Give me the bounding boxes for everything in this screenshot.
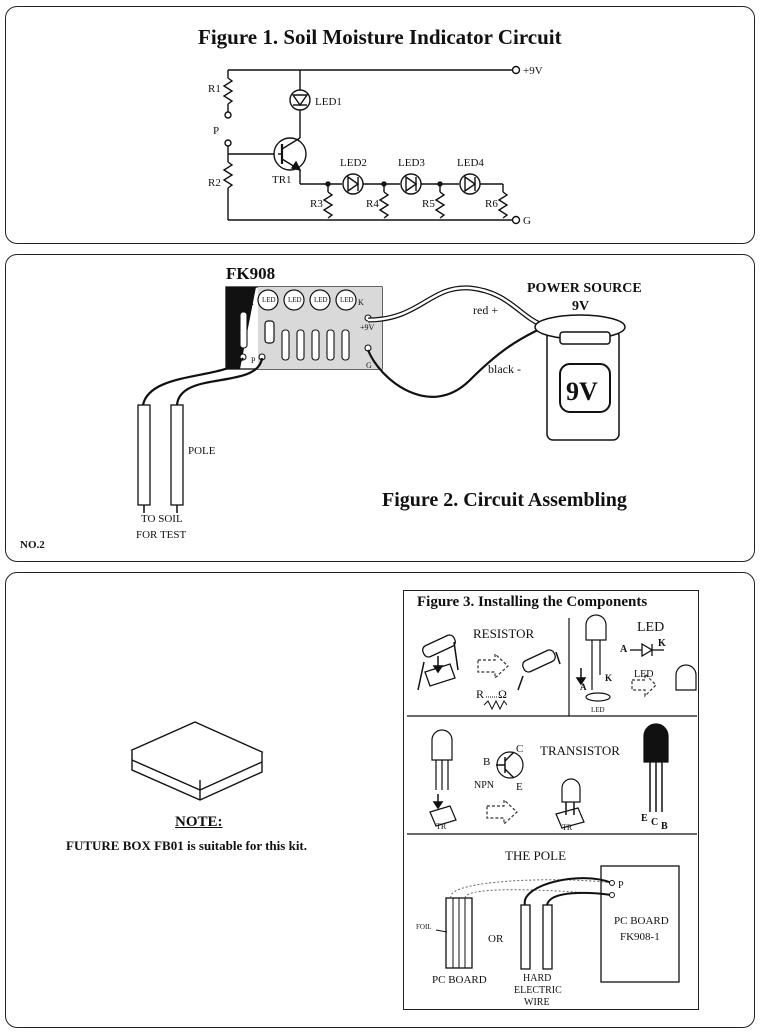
label-r2: R2 (208, 177, 221, 189)
fig3-foil: FOIL (416, 923, 432, 931)
note-title: NOTE: (175, 814, 223, 830)
label-led2: LED2 (340, 157, 367, 169)
board-led-1: LED (262, 296, 276, 304)
battery-label: 9V (566, 377, 598, 406)
fig3-transistor: TRANSISTOR (540, 743, 620, 758)
fig3-led-k-2: K (605, 673, 612, 683)
figure1-title: Figure 1. Soil Moisture Indicator Circui… (198, 25, 562, 49)
board-g: G (366, 361, 372, 370)
circuit-schematic: R1 P R2 TR1 LED1 LED2 LED3 LED4 R3 R4 R5… (208, 65, 543, 227)
label-r1: R1 (208, 83, 221, 95)
board-led-2: LED (288, 296, 302, 304)
to-soil-label-1: TO SOIL (141, 513, 183, 525)
fig3-led-a-2: A (580, 682, 587, 692)
assembly-drawing: LED LED LED LED A K +9V G P 9V FK908 POW… (20, 264, 642, 551)
fig3-b: B (483, 756, 490, 768)
label-g: G (523, 215, 531, 227)
label-led1: LED1 (315, 96, 342, 108)
board-plus9v: +9V (360, 323, 375, 332)
fig3-pin-c: C (651, 817, 658, 828)
label-r3: R3 (310, 198, 323, 210)
fig3-or: OR (488, 933, 504, 945)
label-r5: R5 (422, 198, 435, 210)
fig3-led-small: LED (634, 669, 653, 680)
fig3-e: E (516, 781, 523, 793)
to-soil-label-2: FOR TEST (136, 529, 187, 541)
fig3-resistor-r: R (476, 687, 484, 701)
fig3-tr-1: TR (436, 822, 447, 831)
fig3-hard-1: HARD (523, 973, 551, 984)
label-plus9v: +9V (523, 65, 543, 77)
note-text: FUTURE BOX FB01 is suitable for this kit… (66, 838, 308, 853)
label-led3: LED3 (398, 157, 425, 169)
red-wire-label: red + (473, 303, 498, 317)
board-k: K (358, 298, 364, 307)
page-number: NO.2 (20, 539, 45, 551)
battery-9v (534, 314, 626, 441)
fig3-resistor-ohm: Ω (498, 687, 507, 701)
label-r6: R6 (485, 198, 498, 210)
kit-name: FK908 (226, 264, 275, 283)
fig3-led-k: K (658, 638, 666, 649)
label-p: P (213, 125, 219, 137)
fig3-pin-b: B (661, 821, 668, 832)
figure3-title: Figure 3. Installing the Components (417, 594, 648, 610)
fig3-led: LED (637, 620, 664, 635)
label-r4: R4 (366, 198, 379, 210)
fig3-pc-board-big: PC BOARD (614, 915, 669, 927)
power-source-label: POWER SOURCE (527, 281, 642, 296)
pcb-board (225, 286, 383, 370)
fig3-fk908-1: FK908-1 (620, 931, 660, 943)
fig3-led-small2: LED (591, 706, 605, 714)
fig3-c: C (516, 743, 523, 755)
label-tr1: TR1 (272, 174, 292, 186)
panel-circuit (5, 6, 755, 244)
fig3-npn: NPN (474, 780, 494, 791)
fig3-resistor: RESISTOR (473, 626, 534, 641)
pole-label: POLE (188, 445, 216, 457)
board-p: P (251, 356, 256, 365)
fig3-led-a: A (620, 644, 628, 655)
fig3-pc-board: PC BOARD (432, 974, 487, 986)
power-voltage-label: 9V (572, 299, 589, 314)
black-wire-label: black - (488, 362, 521, 376)
figure2-caption: Figure 2. Circuit Assembling (382, 489, 627, 511)
fig3-hard-2: ELECTRIC (514, 985, 562, 996)
fig3-hard-3: WIRE (524, 997, 550, 1008)
fig3-pin-e: E (641, 813, 648, 824)
board-a: A (248, 298, 254, 307)
label-led4: LED4 (457, 157, 484, 169)
fig3-tr-2: TR (562, 823, 573, 832)
fig3-pole-title: THE POLE (505, 848, 566, 863)
board-led-3: LED (314, 296, 328, 304)
fig3-p: P (618, 880, 624, 891)
board-led-4: LED (340, 296, 354, 304)
